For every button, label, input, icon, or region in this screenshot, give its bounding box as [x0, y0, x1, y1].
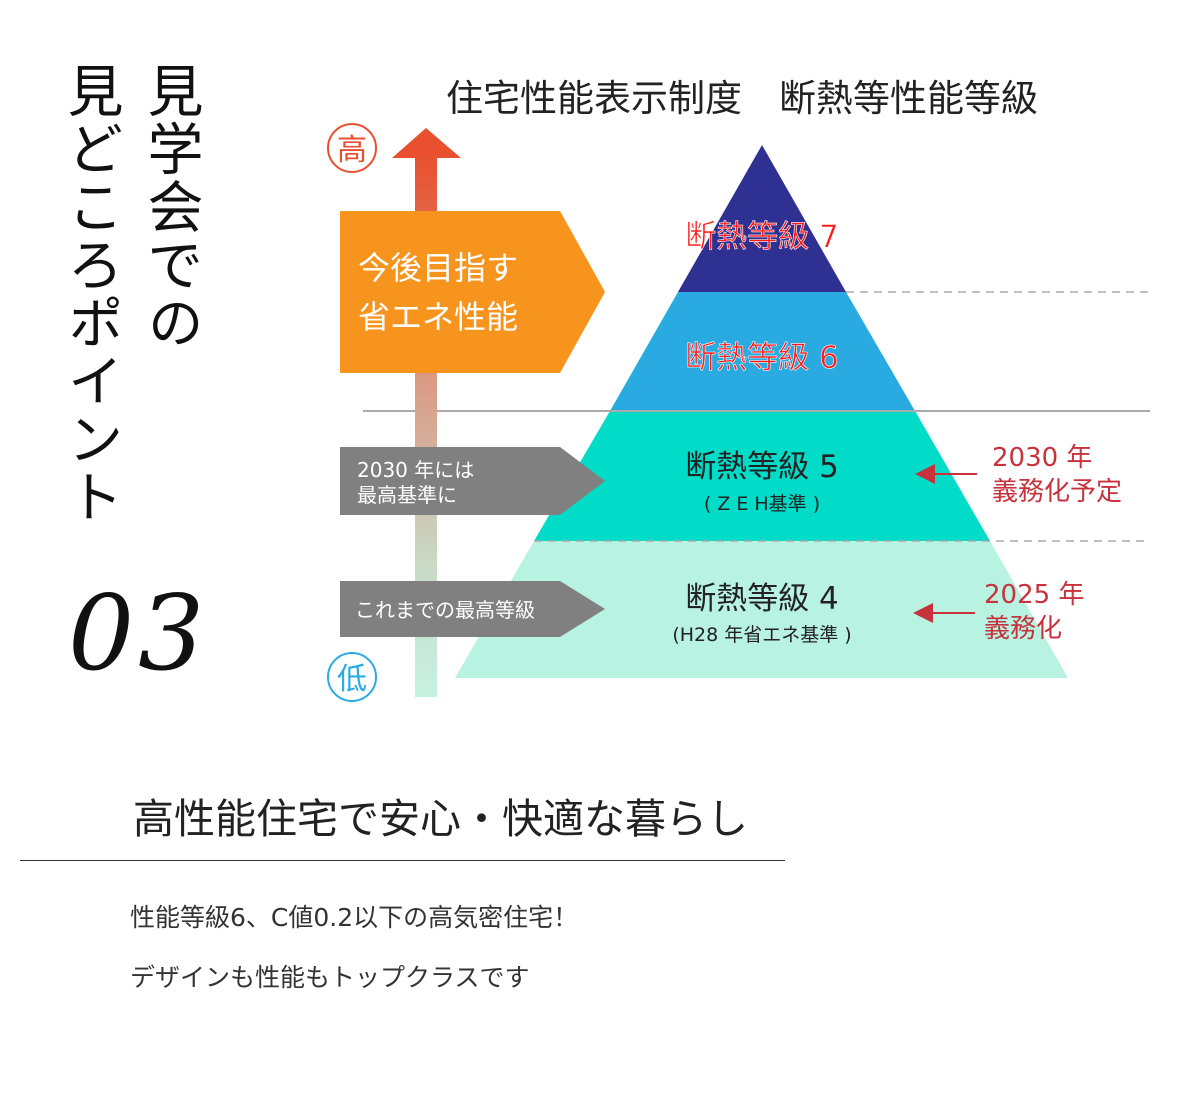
pyramid-level-5 — [534, 411, 990, 541]
high-badge-circle — [327, 123, 377, 173]
pyramid-level-7 — [678, 145, 846, 292]
pyramid-level-6 — [610, 292, 915, 411]
body-text-line2: デザインも性能もトップクラスです — [130, 963, 530, 992]
level-5-sub: ( Z E H基準 ) — [704, 493, 820, 515]
side-title-line1: 見学会での — [138, 62, 203, 352]
low-badge-circle — [327, 652, 377, 702]
pyramid-level-4 — [455, 541, 1068, 678]
callout-2030-line2: 最高基準に — [357, 483, 457, 507]
arrow-left-icon — [913, 603, 933, 623]
high-label: 高 — [337, 133, 367, 168]
callout-2030-line1: 2030 年には — [357, 458, 474, 482]
body-text-line1: 性能等級6、C値0.2以下の高気密住宅！ — [130, 903, 579, 932]
callout-future-target — [340, 211, 605, 373]
insulation-pyramid-diagram: 高 低 今後目指す 省エネ性能 2030 年には 最高基準に これまでの最高等級… — [327, 123, 1150, 702]
level-6-label: 断熱等級 6 — [685, 340, 839, 376]
arrow-up-icon — [392, 128, 461, 158]
level-4-label: 断熱等級 4 — [685, 581, 839, 617]
note-2030-line1: 2030 年 — [992, 443, 1092, 473]
diagram-title: 住宅性能表示制度 断熱等性能等級 — [446, 77, 1038, 120]
point-number: 03 — [68, 572, 209, 694]
callout-previous-max — [340, 581, 605, 637]
section-divider — [20, 860, 785, 861]
note-2025-line1: 2025 年 — [984, 580, 1084, 610]
low-label: 低 — [337, 662, 367, 697]
side-title-line2: 見どころポイント — [58, 62, 123, 526]
callout-future-line2: 省エネ性能 — [358, 298, 518, 336]
callout-previous-max-text: これまでの最高等級 — [355, 598, 535, 622]
level-5-label: 断熱等級 5 — [685, 449, 839, 485]
callout-future-line1: 今後目指す — [358, 249, 518, 287]
level-4-sub: (H28 年省エネ基準 ) — [672, 624, 851, 646]
note-2030-line2: 義務化予定 — [992, 477, 1122, 507]
level-7-label: 断熱等級 7 — [685, 219, 839, 255]
section-subtitle: 高性能住宅で安心・快適な暮らし — [133, 795, 748, 843]
callout-2030 — [340, 447, 605, 515]
arrow-left-icon — [915, 464, 935, 484]
note-2025-line2: 義務化 — [984, 614, 1062, 644]
